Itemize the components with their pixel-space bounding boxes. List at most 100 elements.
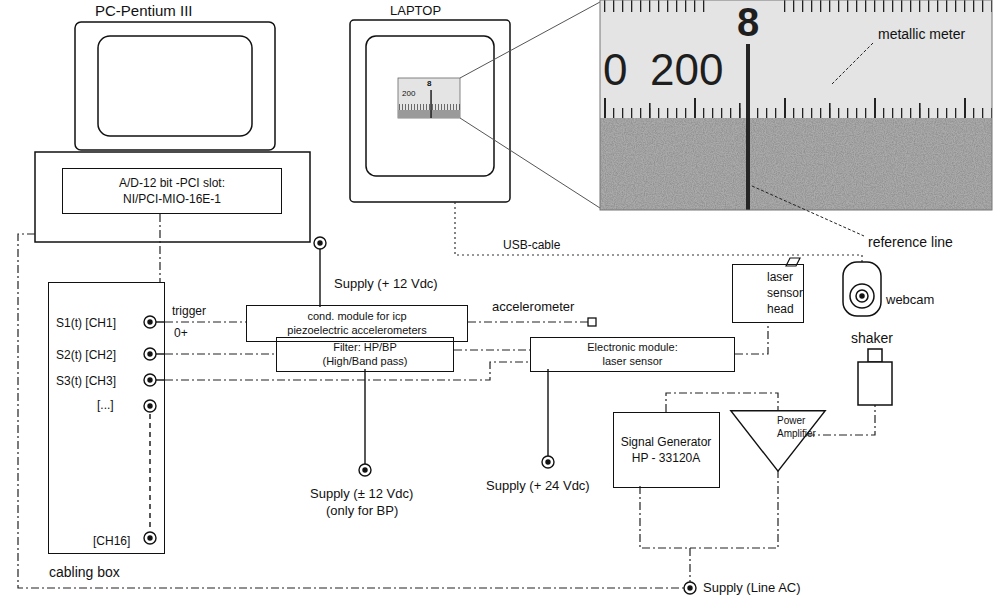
- channel-connector: [144, 348, 156, 360]
- pc-monitor: [35, 22, 310, 242]
- signal-wire: [159, 214, 160, 282]
- usb-cable: [455, 202, 862, 262]
- module-label: Filter: HP/BP (High/Band pass): [322, 340, 408, 368]
- webcam-icon: [843, 262, 881, 316]
- meter-photo: [782, 0, 992, 12]
- webcam-icon: [860, 294, 864, 298]
- shaker-icon: [858, 362, 892, 405]
- screen-thumbnail: [430, 90, 432, 118]
- screen-thumbnail: [398, 78, 460, 118]
- channel-connector: [144, 532, 156, 544]
- channel-label: S1(t) [CH1]: [56, 315, 116, 331]
- laser-head-box: laser sensor head: [732, 264, 804, 323]
- pc-monitor: [98, 36, 252, 136]
- channel-label: S2(t) [CH2]: [56, 347, 116, 363]
- zoom-line: [460, 2, 600, 78]
- signal-wire: [735, 323, 768, 355]
- board-label: A/D-12 bit -PCI slot: NI/PCI-MIO-16E-1: [118, 175, 226, 207]
- meter-photo: [600, 0, 992, 118]
- amplifier-triangle: [731, 411, 825, 471]
- leader-line: [832, 42, 874, 84]
- supply-terminal: [688, 586, 692, 590]
- webcam-icon: [843, 262, 881, 316]
- signal-wire: [165, 321, 246, 322]
- channel-connector: [148, 352, 152, 356]
- meter-photo: [600, 0, 710, 12]
- meter-photo: [746, 44, 750, 210]
- cabling-box: S1(t) [CH1]S2(t) [CH2]S3(t) [CH3][...][C…: [48, 282, 165, 554]
- accelerometer-icon: [588, 318, 596, 326]
- supply-terminal: [547, 369, 548, 456]
- supply-note: (only for BP): [326, 503, 398, 519]
- module-label: laser sensor head: [767, 269, 769, 317]
- device-label: LAPTOP: [390, 3, 441, 19]
- device-label: PC-Pentium III: [95, 2, 193, 20]
- scale-number: 0: [603, 48, 627, 92]
- scale-number: 200: [402, 89, 415, 99]
- supply-terminal: [318, 241, 322, 245]
- power-wire: [640, 486, 690, 582]
- channel-connector: [144, 316, 165, 544]
- channel-connector: [156, 353, 165, 354]
- channel-label: [CH16]: [93, 533, 130, 549]
- zoom-line: [460, 118, 600, 208]
- channel-connector: [144, 316, 156, 328]
- laptop: [350, 20, 510, 202]
- module-label: cond. module for icp piezoelectric accel…: [287, 309, 428, 337]
- webcam-icon: [856, 290, 868, 302]
- screen-thumbnail: [398, 110, 460, 118]
- signal-generator-box: Signal Generator HP - 33120A: [613, 412, 720, 488]
- laser-head-tab: [786, 258, 800, 266]
- signal-wire: [165, 353, 276, 354]
- channel-connector: [144, 374, 156, 386]
- channel-connector: [149, 414, 150, 530]
- power-wire: [18, 234, 684, 588]
- callout-label: reference line: [868, 234, 953, 251]
- supply-terminal: [364, 369, 365, 464]
- laser-head-tab: [786, 258, 800, 266]
- channel-connector: [156, 379, 165, 380]
- channel-connector: [148, 536, 152, 540]
- channel-connector: [148, 378, 152, 382]
- channel-connector: [148, 320, 152, 324]
- shaker-icon: [868, 349, 882, 362]
- laser-electronics-box: Electronic module: laser sensor: [530, 337, 735, 372]
- pc-monitor: [75, 22, 275, 150]
- cable-label: USB-cable: [503, 238, 560, 252]
- supply-label: Supply (± 12 Vdc): [310, 486, 413, 502]
- channel-connector: [148, 404, 152, 408]
- filter-box: Filter: HP/BP (High/Band pass): [276, 337, 454, 372]
- channel-label: S3(t) [CH3]: [56, 373, 116, 389]
- zoom-line: [460, 2, 600, 208]
- supply-terminal: [684, 582, 696, 594]
- laptop: [350, 20, 510, 202]
- device-label: webcam: [886, 292, 934, 308]
- scale-number: 8: [737, 2, 759, 42]
- supply-terminal: [546, 460, 550, 464]
- scale-number: 200: [650, 48, 723, 92]
- usb-cable: [455, 202, 862, 262]
- box-heading: cabling box: [49, 563, 120, 581]
- signal-wire: [454, 349, 530, 350]
- supply-terminal: [542, 456, 554, 468]
- power-wire: [690, 470, 778, 548]
- callout-label: metallic meter: [878, 26, 965, 43]
- supply-terminal: [314, 237, 326, 249]
- device-label: accelerometer: [492, 299, 574, 315]
- meter-photo: [600, 0, 992, 210]
- signal-wire: [468, 321, 588, 322]
- meter-photo: [600, 118, 992, 210]
- module-label: Power Amplifier: [777, 414, 779, 440]
- meter-photo: [600, 118, 992, 210]
- module-label: Electronic module: laser sensor: [587, 340, 679, 368]
- shaker-icon: [858, 349, 892, 405]
- supply-terminal: [363, 468, 367, 472]
- supply-terminal: [319, 249, 320, 307]
- power-amplifier: Power Amplifier: [730, 410, 826, 472]
- meter-photo: [600, 98, 992, 118]
- signal-wire: [666, 393, 778, 412]
- signal-label: 0+: [174, 326, 188, 340]
- accelerometer-icon: [588, 318, 596, 326]
- module-label: Signal Generator HP - 33120A: [620, 434, 712, 466]
- scale-number: 8: [427, 79, 431, 89]
